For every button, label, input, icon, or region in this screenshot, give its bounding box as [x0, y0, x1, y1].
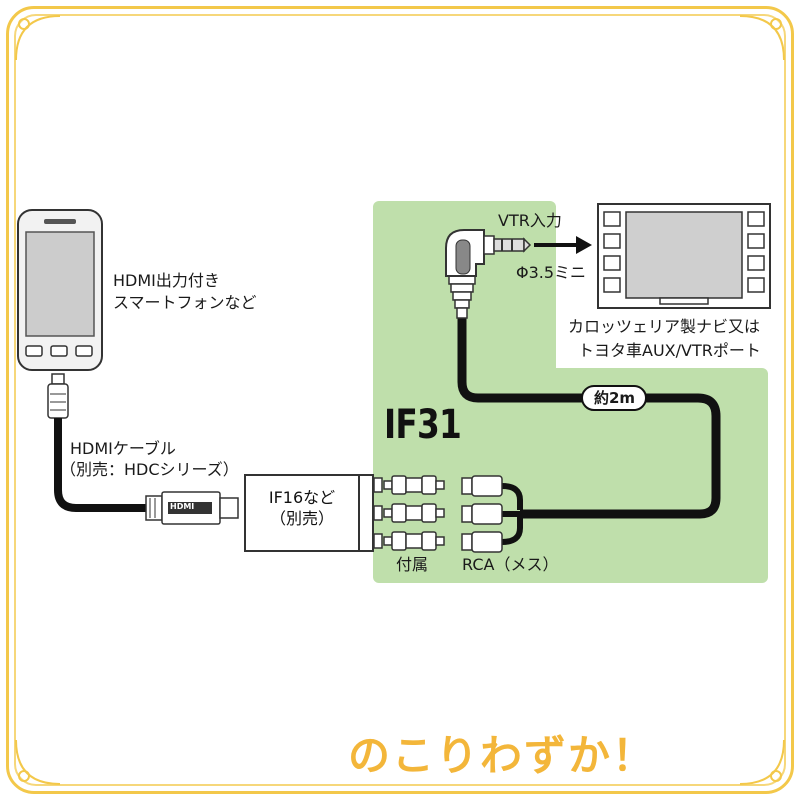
nav-label-line1: カロッツェリア製ナビ又は — [568, 317, 761, 336]
if16-label-line2: （別売） — [269, 508, 334, 528]
if31-panel-bottom — [373, 368, 768, 583]
nav-label-line2: トヨタ車AUX/VTRポート — [578, 341, 761, 360]
decorative-frame — [6, 6, 794, 794]
hdmi-cable-label-line2: （別売：HDCシリーズ） — [60, 460, 239, 479]
hdmi-cable-label-line1: HDMIケーブル — [70, 439, 176, 458]
hdmi-logo: HDMI — [170, 502, 195, 511]
if16-label-line1: IF16など — [268, 488, 336, 507]
hdmi-cable — [47, 373, 239, 525]
rca-female-label: RCA（メス） — [462, 555, 559, 574]
if16-adapter-box — [244, 474, 360, 552]
if31-rca-female — [461, 475, 503, 553]
vtr-input-label: VTR入力 — [498, 211, 562, 230]
if31-cable — [457, 318, 721, 545]
decorative-frame-inner — [14, 14, 786, 786]
smartphone-icon — [17, 209, 103, 371]
length-badge — [581, 385, 647, 411]
if31-product-name: IF31 — [384, 402, 462, 448]
if16-label: IF16など （別売） — [244, 488, 360, 530]
corner-ornaments — [15, 15, 785, 785]
if16-rca-jacks — [373, 477, 383, 549]
phone-label-line1: HDMI出力付き — [113, 271, 220, 290]
arrow-right-icon — [534, 236, 592, 254]
included-label: 付属 — [396, 555, 429, 574]
limited-stock-banner: のこりわずか！ — [348, 731, 657, 780]
phone-label-line2: スマートフォンなど — [113, 293, 257, 312]
jack-type-label: Φ3.5ミニ — [516, 263, 587, 282]
if16-adapter-side — [360, 474, 374, 552]
cable-length-label: 約2m — [594, 389, 636, 407]
included-rca-cable — [383, 475, 445, 551]
mini-plug-icon — [445, 229, 532, 319]
tv-monitor-icon — [597, 203, 771, 309]
